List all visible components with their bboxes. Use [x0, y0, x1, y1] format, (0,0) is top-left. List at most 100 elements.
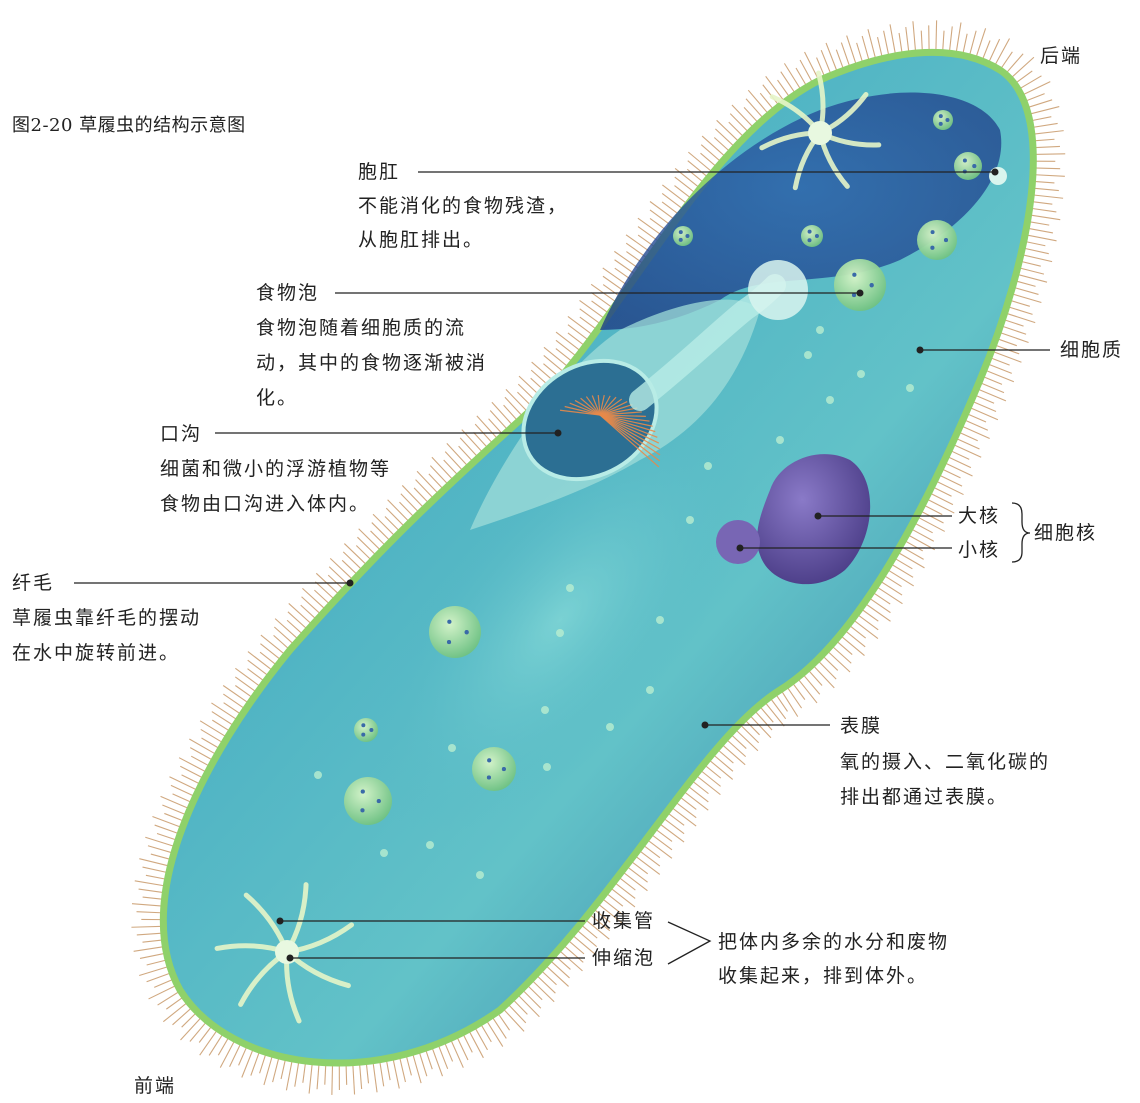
cilium: [1016, 274, 1047, 282]
cilium: [868, 29, 876, 60]
cilium: [558, 950, 582, 971]
cilium: [726, 739, 746, 757]
cilium: [688, 152, 713, 172]
cilium: [316, 573, 339, 595]
cilium: [372, 523, 391, 542]
food-particle: [679, 238, 683, 242]
cilium: [712, 754, 733, 771]
food-particle: [465, 630, 469, 634]
cilium: [357, 537, 376, 556]
granule: [686, 516, 694, 524]
food-vacuole: [933, 110, 953, 130]
cilium: [211, 703, 238, 721]
cilium: [468, 1030, 483, 1058]
cilium: [550, 960, 570, 978]
cilium: [212, 712, 235, 727]
granule: [646, 686, 654, 694]
cilium: [430, 466, 449, 486]
cilium: [944, 462, 973, 476]
cilium: [1033, 175, 1065, 177]
cilium: [359, 529, 382, 551]
cilium: [545, 965, 569, 987]
desc-food-vacuole-1: 食物泡随着细胞质的流: [256, 314, 466, 342]
granule: [476, 871, 484, 879]
cilium: [274, 627, 294, 645]
cilium: [450, 1038, 463, 1067]
food-particle: [686, 234, 690, 238]
cilium: [702, 136, 726, 157]
cilium: [879, 581, 902, 596]
cilium: [447, 443, 469, 466]
food-vacuole: [954, 152, 982, 180]
cilium: [840, 635, 865, 655]
granule: [380, 849, 388, 857]
cilium: [646, 839, 672, 858]
cilium: [658, 823, 684, 842]
cilium: [1005, 54, 1023, 74]
cilium: [220, 1039, 235, 1067]
label-cytoplasm: 细胞质: [1060, 336, 1123, 364]
cilium: [505, 397, 523, 417]
granule: [543, 763, 551, 771]
label-nucleus: 细胞核: [1034, 519, 1097, 547]
cilium: [746, 99, 764, 119]
cilium: [460, 438, 478, 458]
label-anal-pore: 胞肛: [358, 158, 400, 186]
cilium: [506, 389, 528, 412]
cilium: [1026, 100, 1052, 108]
food-vacuole: [834, 259, 886, 311]
cilium: [189, 739, 217, 755]
cilium: [748, 90, 769, 114]
cilium: [844, 630, 865, 647]
cilium: [580, 309, 602, 325]
cilium: [139, 859, 170, 867]
cilium: [386, 508, 405, 527]
cilium: [544, 347, 569, 367]
desc-excretion-1: 把体内多余的水分和废物: [718, 928, 949, 956]
cilium: [474, 1026, 487, 1050]
cilium: [1001, 326, 1027, 335]
food-particle: [808, 230, 812, 234]
cilium: [938, 474, 962, 486]
granule: [541, 706, 549, 714]
cilium: [568, 316, 594, 335]
cilium: [662, 193, 684, 209]
cilium: [492, 1016, 507, 1039]
cilium: [531, 980, 554, 1002]
cilium: [856, 614, 878, 630]
food-particle: [944, 238, 948, 242]
cilium: [591, 293, 613, 309]
cilium: [1032, 188, 1059, 190]
food-vacuole: [429, 606, 481, 658]
food-particle: [447, 620, 451, 624]
food-particle: [963, 159, 967, 163]
cilium: [235, 668, 261, 687]
cilium: [688, 161, 709, 178]
cilium: [634, 855, 660, 874]
cilium: [817, 660, 836, 679]
granule: [816, 326, 824, 334]
label-collecting-canal: 收集管: [592, 907, 655, 935]
cilium: [916, 516, 944, 531]
cilium: [412, 1052, 421, 1083]
cilium: [544, 355, 565, 372]
food-particle: [487, 758, 491, 762]
granule: [314, 771, 322, 779]
cilium: [134, 946, 166, 951]
cilium: [969, 31, 976, 57]
cilium: [149, 985, 178, 999]
granule: [906, 384, 914, 392]
cilium: [764, 701, 784, 726]
desc-membrane-1: 氧的摄入、二氧化碳的: [840, 748, 1050, 776]
cilium: [475, 424, 493, 444]
cilium: [309, 1062, 312, 1094]
cilium: [1033, 168, 1060, 169]
label-anterior-end: 前端: [134, 1072, 176, 1100]
granule: [426, 841, 434, 849]
desc-cilia-2: 在水中旋转前进。: [12, 639, 180, 667]
cilium: [1033, 146, 1060, 147]
cilium: [701, 145, 721, 163]
anal-pore: [989, 167, 1007, 185]
cilium: [132, 904, 164, 906]
cilium: [730, 114, 749, 133]
